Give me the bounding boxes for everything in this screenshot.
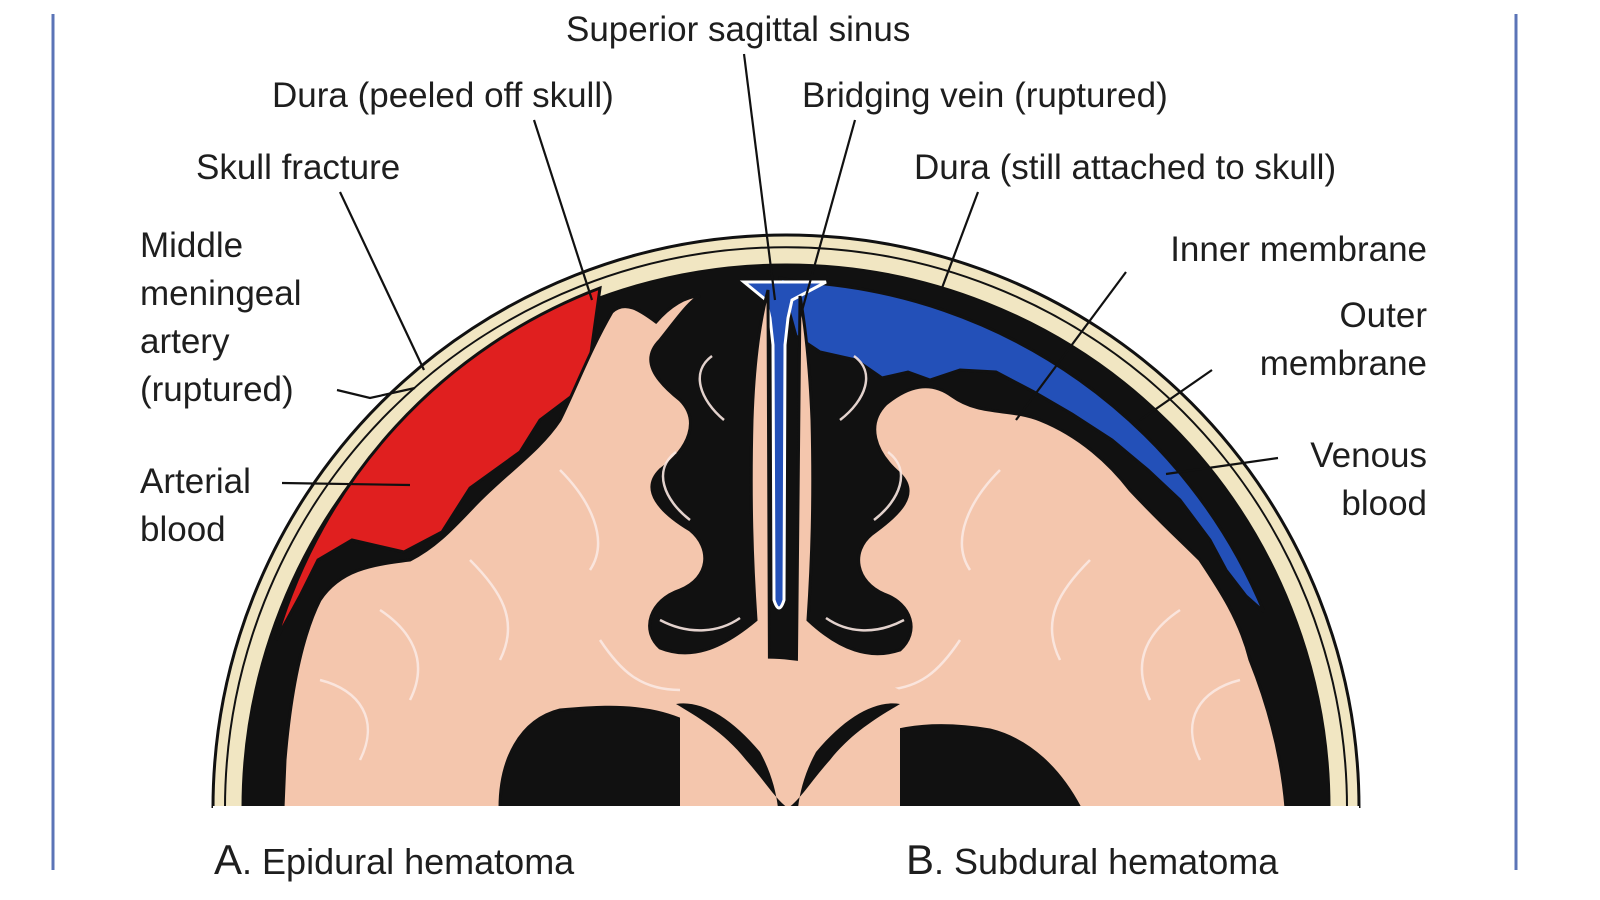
lateral-ventricles	[676, 703, 900, 808]
caption-a: A. Epidural hematoma	[214, 836, 574, 884]
leader-middle-meningeal-artery	[336, 386, 416, 400]
caption-a-dot: .	[242, 841, 263, 882]
label-venous-blood: Venous blood	[1310, 432, 1427, 528]
label-line: blood	[1341, 484, 1427, 523]
label-line: Middle	[140, 226, 244, 265]
label-dura-peeled: Dura (peeled off skull)	[272, 76, 614, 115]
label-skull-fracture: Skull fracture	[196, 148, 401, 187]
leader-inner-membrane	[1015, 271, 1127, 421]
leader-superior-sagittal-sinus	[742, 53, 777, 301]
label-line: artery	[140, 322, 230, 361]
leader-outer-membrane	[1139, 369, 1213, 421]
label-bridging-vein: Bridging vein (ruptured)	[802, 76, 1168, 115]
label-line: Outer	[1339, 296, 1427, 335]
leader-bridging-vein	[798, 119, 857, 319]
label-line: Arterial	[140, 462, 251, 501]
label-line: membrane	[1259, 344, 1427, 383]
leader-dura-peeled	[532, 119, 594, 301]
right-hemisphere	[793, 295, 1288, 808]
leader-skull-fracture	[339, 191, 425, 371]
corpus-callosum	[680, 658, 900, 808]
label-dura-attached: Dura (still attached to skull)	[914, 148, 1337, 187]
right-gyri-inner	[825, 354, 1241, 761]
skull-outer-table	[224, 246, 1348, 808]
leader-arterial-blood	[281, 481, 411, 487]
caption-a-text: Epidural hematoma	[262, 841, 575, 882]
left-hemisphere	[281, 289, 772, 808]
leader-dura-attached	[940, 191, 980, 289]
label-line: Venous	[1310, 436, 1427, 475]
leader-lines	[281, 53, 1279, 487]
label-line: meningeal	[140, 274, 302, 313]
label-line: (ruptured)	[140, 370, 294, 409]
leader-venous-blood	[1165, 456, 1279, 476]
label-outer-membrane: Outer membrane	[1260, 292, 1427, 388]
superior-sagittal-sinus	[739, 280, 827, 610]
label-inner-membrane: Inner membrane	[1170, 230, 1427, 269]
label-superior-sagittal-sinus: Superior sagittal sinus	[566, 10, 911, 49]
caption-b: B. Subdural hematoma	[906, 836, 1278, 884]
label-arterial-blood: Arterial blood	[140, 458, 251, 554]
caption-a-letter: A	[214, 836, 243, 883]
caption-b-text: Subdural hematoma	[954, 841, 1279, 882]
arterial-blood-region	[274, 285, 602, 641]
label-line: blood	[140, 510, 226, 549]
left-gyri-inner	[319, 354, 741, 761]
venous-blood-region	[777, 276, 1266, 614]
caption-b-letter: B	[906, 836, 935, 883]
caption-b-dot: .	[934, 841, 955, 882]
label-middle-meningeal-artery: Middle meningeal artery (ruptured)	[140, 222, 302, 414]
